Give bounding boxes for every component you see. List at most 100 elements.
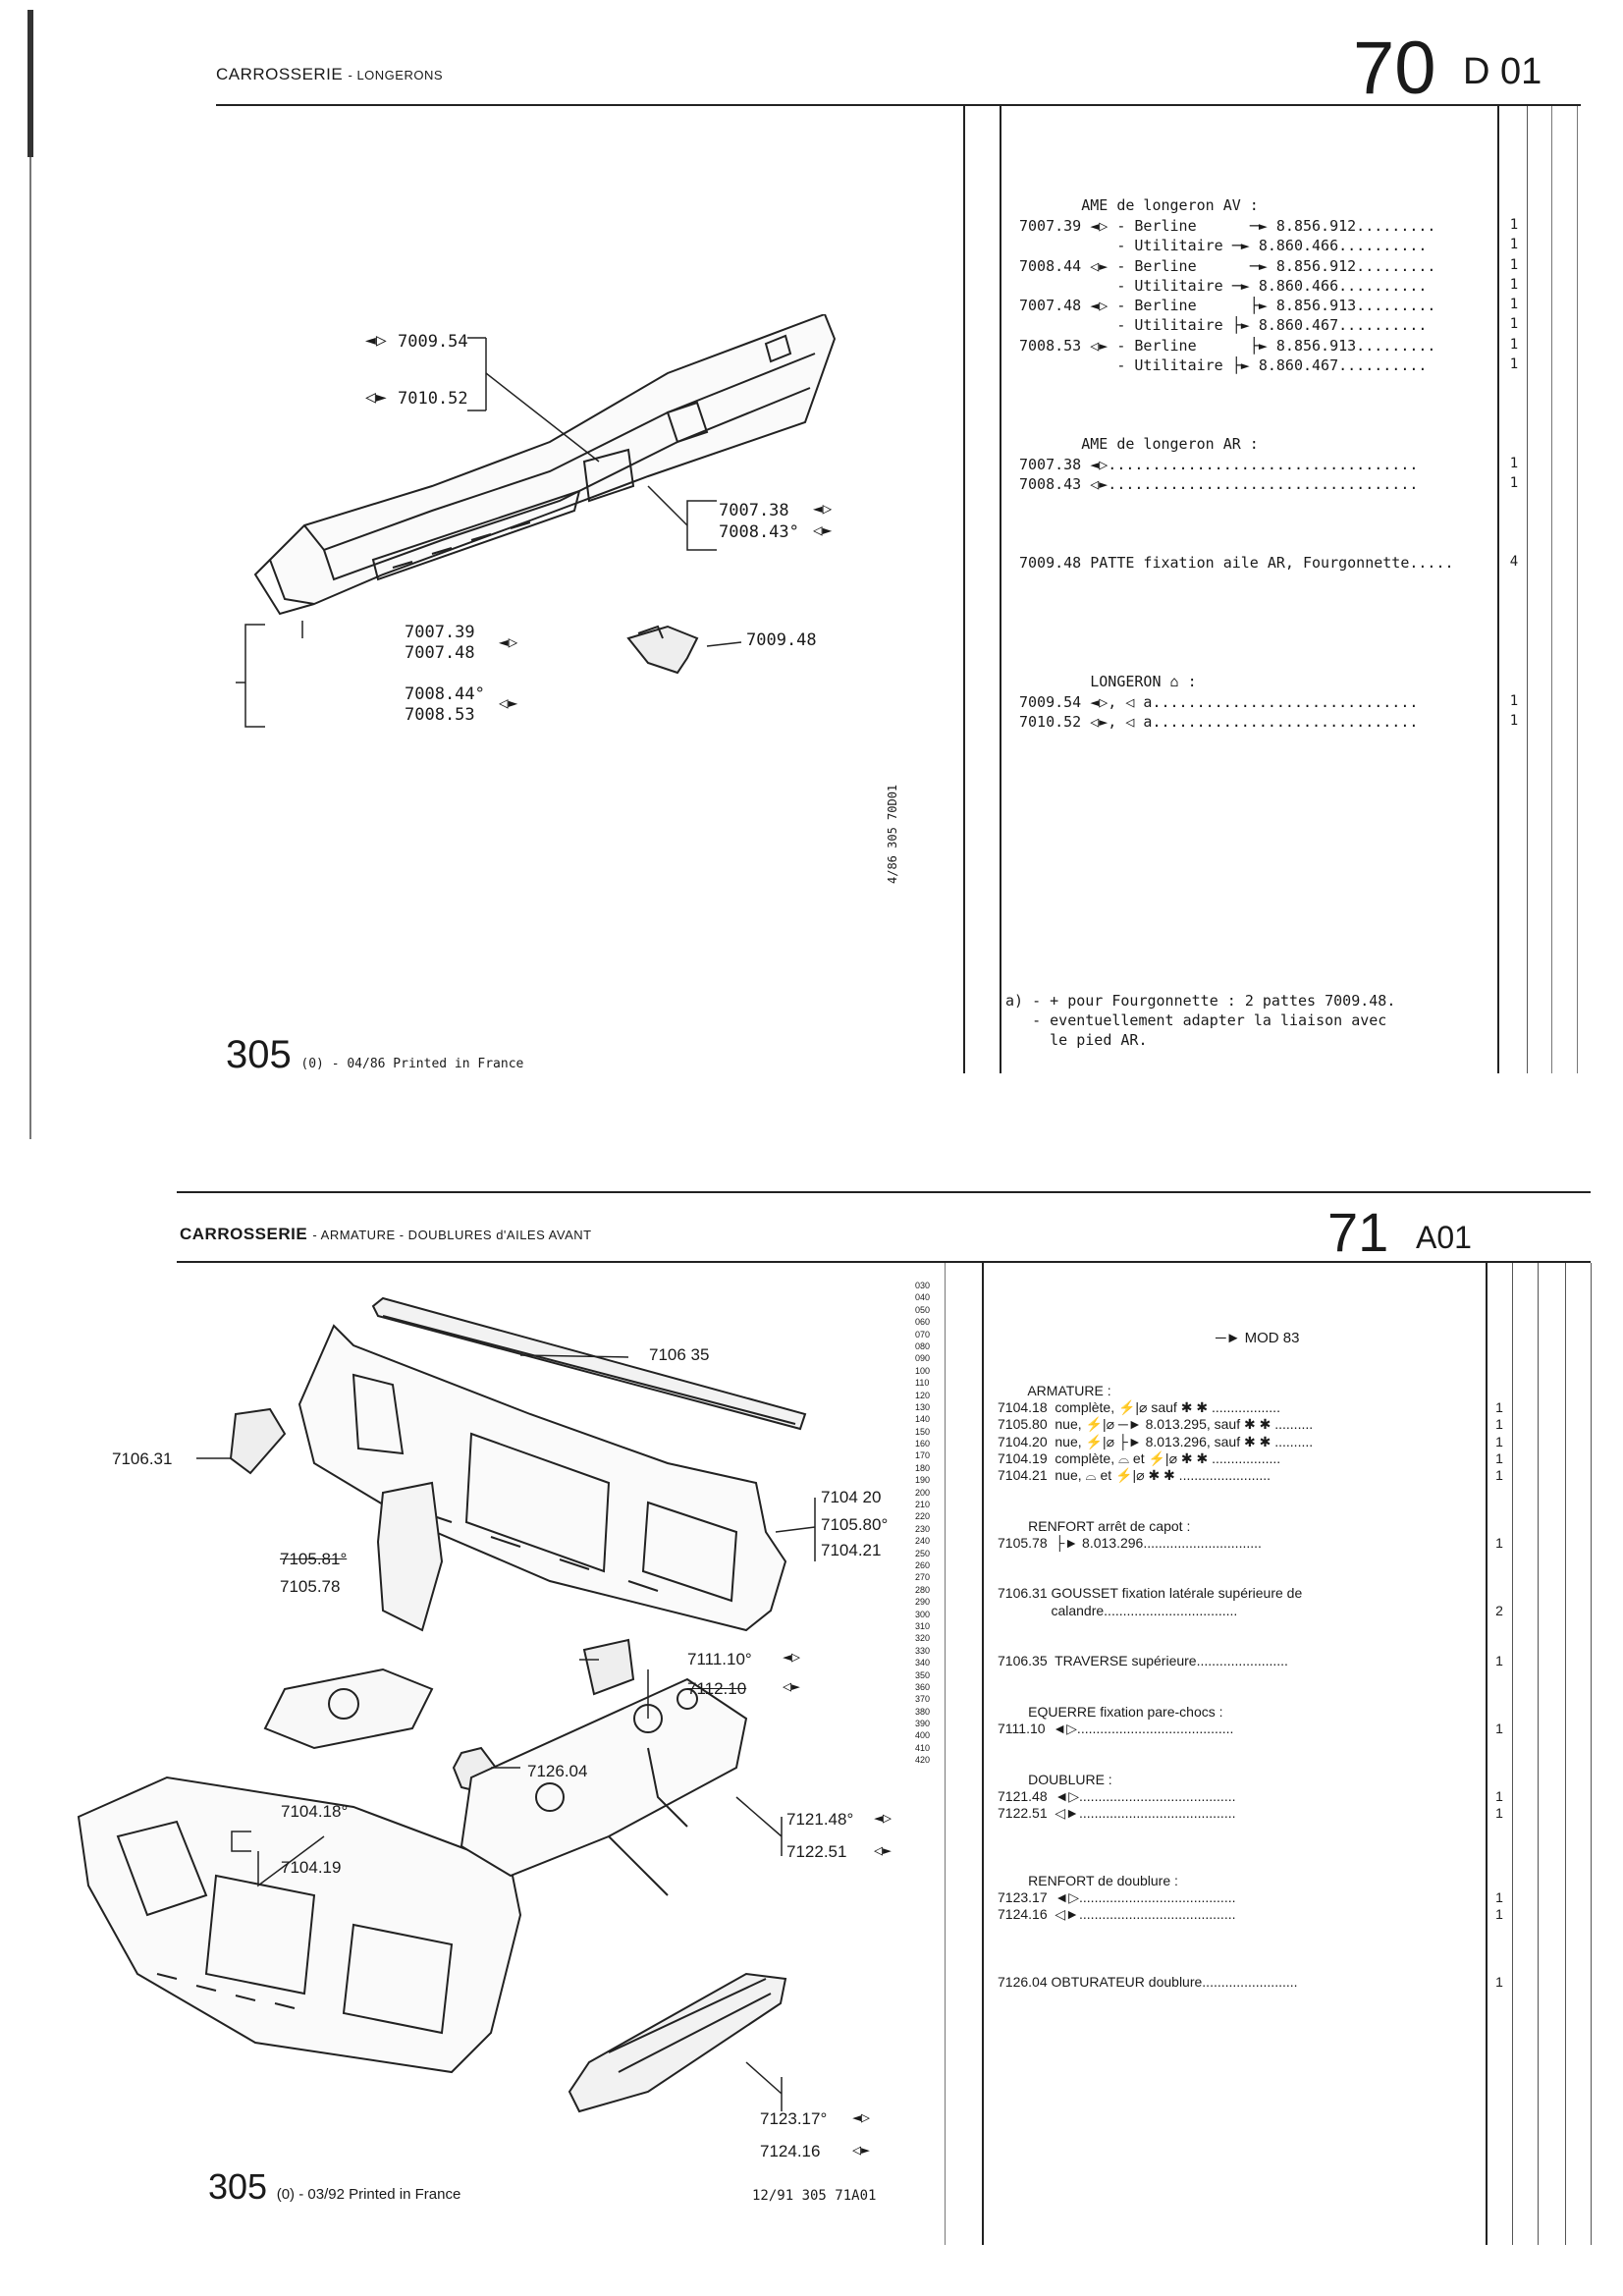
page-separator <box>177 1191 1591 1193</box>
row-number: 110 <box>915 1378 930 1389</box>
row-number: 290 <box>915 1597 931 1608</box>
qty: 1 <box>1509 257 1519 273</box>
qty: 1 <box>1509 456 1519 471</box>
list-line: 7122.51 ◁►..............................… <box>998 1805 1236 1821</box>
row-number: 370 <box>915 1694 931 1705</box>
table-rule <box>1512 1263 1513 2245</box>
arrow-icon: ◁► <box>499 693 518 712</box>
qty: 1 <box>1495 1974 1503 1990</box>
callout-7104-20: 7104 20 <box>821 1488 882 1506</box>
row-number: 330 <box>915 1645 931 1656</box>
row-number: 310 <box>915 1620 931 1631</box>
list-line: 7010.52 ◁►, ◁ a.........................… <box>1019 713 1419 731</box>
list-line: 7106.35 TRAVERSE supérieure.............… <box>998 1653 1288 1669</box>
list-line: 7007.48 ◄▷ - Berline ├► 8.856.913.......… <box>1019 297 1436 314</box>
page-footer: 305 (0) - 03/92 Printed in France <box>208 2166 460 2208</box>
callout-7105-80: 7105.80° <box>821 1515 889 1534</box>
qty: 1 <box>1495 1433 1503 1449</box>
list-line: 7105.80 nue, ⚡|⌀ ─► 8.013.295, sauf ✱ ✱ … <box>998 1416 1314 1433</box>
list-line: 7009.54 ◄▷, ◁ a.........................… <box>1019 693 1419 711</box>
callout-7126-04: 7126.04 <box>527 1762 588 1780</box>
qty: 1 <box>1509 217 1519 233</box>
callout-7105-78: 7105.78 <box>280 1577 341 1596</box>
row-number: 410 <box>915 1742 931 1753</box>
table-rule <box>1538 1263 1539 2245</box>
arrow-icon: ◁► <box>813 520 833 539</box>
row-number: 050 <box>915 1304 931 1315</box>
row-number: 070 <box>915 1329 931 1339</box>
page-number-major: 71 <box>1327 1201 1389 1263</box>
page-header: CARROSSERIE - ARMATURE - DOUBLURES d'AIL… <box>180 1225 592 1244</box>
callout-7008-43: 7008.43° <box>719 522 799 542</box>
row-number: 140 <box>915 1414 931 1425</box>
note-line: a) - + pour Fourgonnette : 2 pattes 7009… <box>1005 992 1396 1010</box>
arrow-icon: ◁► <box>365 387 387 408</box>
callout-7007-38: 7007.38 <box>719 501 789 520</box>
callout-7010-52: 7010.52 <box>398 389 468 409</box>
list-line: 7104.21 nue, ⌓ et ⚡|⌀ ✱ ✱ ..............… <box>998 1467 1271 1483</box>
note-line: - eventuellement adapter la liaison avec <box>1005 1011 1387 1029</box>
list-line: 7008.44 ◁► - Berline ─► 8.856.912.......… <box>1019 257 1436 275</box>
page-number-minor: A01 <box>1416 1220 1472 1255</box>
row-number: 340 <box>915 1658 931 1668</box>
print-info: (0) - 04/86 Printed in France <box>300 1057 524 1071</box>
list-line: 7121.48 ◄▷..............................… <box>998 1787 1236 1804</box>
qty: 2 <box>1495 1602 1503 1618</box>
row-number: 120 <box>915 1390 931 1400</box>
list-line: AME de longeron AV : <box>1019 196 1259 214</box>
row-number: 040 <box>915 1292 931 1303</box>
table-rule <box>963 106 965 1073</box>
row-number: 270 <box>915 1572 931 1583</box>
callout-7111-10: 7111.10° <box>687 1650 752 1668</box>
section-title: CARROSSERIE <box>180 1225 308 1243</box>
callout-7112-10: 7112.10 <box>687 1679 747 1698</box>
list-line: 7106.31 GOUSSET fixation latérale supéri… <box>998 1585 1303 1602</box>
list-line: 7007.39 ◄▷ - Berline ─► 8.856.912.......… <box>1019 217 1436 235</box>
list-line: calandre................................… <box>998 1602 1238 1618</box>
table-rule <box>945 1263 946 2245</box>
armature-diagram <box>77 1296 816 2113</box>
callout-7106-31: 7106.31 <box>112 1449 173 1468</box>
list-line: 7008.43 ◁►..............................… <box>1019 475 1419 493</box>
row-number: 420 <box>915 1755 931 1766</box>
callout-7007-39: 7007.39 <box>405 623 475 642</box>
qty: 1 <box>1495 1467 1503 1483</box>
list-line: 7009.48 PATTE fixation aile AR, Fourgonn… <box>1019 554 1454 572</box>
model-number: 305 <box>208 2166 268 2207</box>
arrow-icon: ◁► <box>783 1677 801 1695</box>
scan-edge <box>29 157 31 1139</box>
section-subtitle: LONGERONS <box>356 68 444 82</box>
row-number: 060 <box>915 1317 931 1328</box>
callout-7104-18: 7104.18° <box>281 1802 349 1821</box>
qty: 4 <box>1509 554 1519 570</box>
arrow-icon: ◁► <box>852 2141 871 2159</box>
qty: 1 <box>1495 1653 1503 1669</box>
list-line: 7123.17 ◄▷..............................… <box>998 1889 1236 1905</box>
list-line: 7105.78 ├► 8.013.296....................… <box>998 1534 1262 1551</box>
row-number: 240 <box>915 1536 931 1547</box>
arrow-icon: ◄▷ <box>783 1648 801 1666</box>
row-number: 220 <box>915 1511 931 1522</box>
list-line: 7126.04 OBTURATEUR doublure.............… <box>998 1974 1298 1990</box>
row-number: 300 <box>915 1609 931 1619</box>
callout-7105-81: 7105.81° <box>280 1550 348 1568</box>
header-rule <box>177 1261 1591 1263</box>
table-rule <box>1591 1263 1592 2245</box>
page-code: 12/91 305 71A01 <box>752 2188 877 2204</box>
row-number: 100 <box>915 1365 931 1376</box>
header-rule <box>216 104 1581 106</box>
row-number: 320 <box>915 1633 931 1644</box>
page-footer: 305 (0) - 04/86 Printed in France <box>226 1033 523 1077</box>
list-line: DOUBLURE : <box>998 1771 1112 1787</box>
arrow-icon: ◄▷ <box>813 499 833 518</box>
callout-7007-48: 7007.48 <box>405 643 475 663</box>
qty: 1 <box>1495 1889 1503 1905</box>
table-rule <box>1486 1263 1488 2245</box>
table-rule <box>1551 106 1552 1073</box>
row-number: 390 <box>915 1719 931 1729</box>
qty: 1 <box>1509 693 1519 709</box>
row-number: 280 <box>915 1584 931 1595</box>
list-line: AME de longeron AR : <box>1019 435 1259 453</box>
qty: 1 <box>1509 277 1519 293</box>
row-number: 160 <box>915 1439 931 1449</box>
